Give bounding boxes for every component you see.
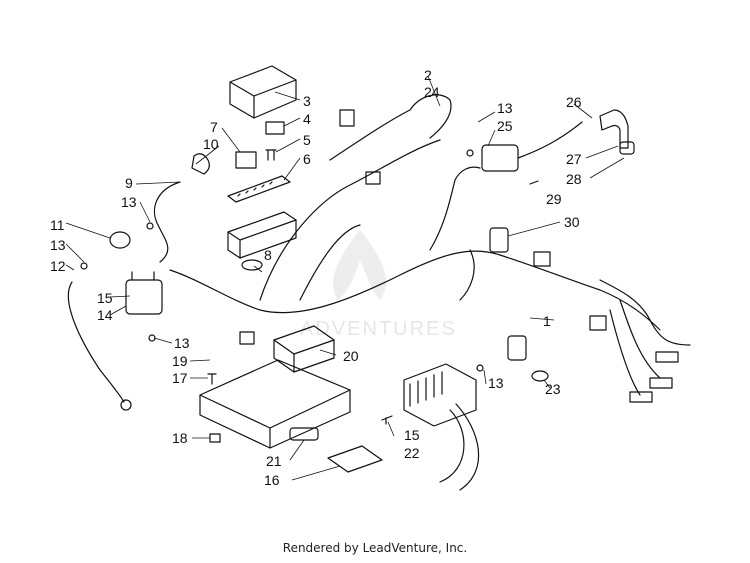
harness-connector [489,227,509,253]
leader-lines [65,75,625,481]
relay-small [265,121,285,135]
bolt [207,373,217,385]
fuse [265,149,277,161]
ignition-coil [481,121,583,172]
grommet [241,259,263,271]
harness-connector [589,315,607,331]
watermark-text: ADVENTURES [300,318,457,340]
callout-25: 25 [497,118,513,134]
callout-labels: 1 2 3 4 5 6 7 8 9 10 11 12 13 13 13 13 1… [50,67,582,488]
terminal-cap [109,231,131,249]
relay [235,151,257,169]
callout-10: 10 [203,136,219,152]
harness-connector [649,377,673,389]
boot-cap [619,141,635,155]
callout-13: 13 [121,194,137,210]
harness-connector [239,331,255,345]
voltage-regulator [403,363,480,491]
harness-connector [365,171,381,185]
fuse-block [227,211,297,259]
harness-connector [655,351,679,363]
bolt [209,433,221,443]
callout-7: 7 [210,119,218,135]
callout-19: 19 [172,353,188,369]
callout-22: 22 [404,445,420,461]
mounting-plate [199,359,351,449]
callout-13: 13 [488,375,504,391]
harness-connector [339,109,355,127]
callout-12: 12 [50,258,66,274]
nut [476,364,484,372]
callout-24: 24 [424,84,440,100]
callout-30: 30 [564,214,580,230]
harness-connector [533,251,551,267]
starter-solenoid [125,271,163,315]
callout-28: 28 [566,171,582,187]
ground-cable [67,281,125,403]
callout-8: 8 [264,247,272,263]
ring-terminal [120,399,132,411]
fuse-box-cover [229,65,297,119]
callout-27: 27 [566,151,582,167]
callout-3: 3 [303,93,311,109]
callout-6: 6 [303,151,311,167]
callout-13: 13 [174,335,190,351]
callout-14: 14 [97,307,113,323]
callout-15: 15 [404,427,420,443]
nut [466,149,474,157]
fuse-strip [227,175,291,203]
callout-21: 21 [266,453,282,469]
gasket-pad [327,445,383,473]
callout-15: 15 [97,290,113,306]
battery-cable [153,181,181,263]
harness-connector [629,391,653,403]
harness-connector [507,335,527,361]
callout-29: 29 [546,191,562,207]
callout-20: 20 [343,348,359,364]
footer-credit: Rendered by LeadVenture, Inc. [282,541,468,555]
callout-13: 13 [50,237,66,253]
callout-13: 13 [497,100,513,116]
callout-2: 2 [424,67,432,83]
callout-9: 9 [125,175,133,191]
control-module [273,325,335,373]
bolt [529,180,539,185]
hose-clamp [531,370,549,382]
nut [80,262,88,270]
main-wiring-harness [169,94,691,396]
callout-26: 26 [566,94,582,110]
callout-1: 1 [543,313,551,329]
callout-5: 5 [303,132,311,148]
callout-23: 23 [545,381,561,397]
callout-16: 16 [264,472,280,488]
speed-sensor [289,427,319,441]
callout-17: 17 [172,370,188,386]
terminal-boot [191,153,210,175]
callout-18: 18 [172,430,188,446]
watermark-logo: ADVENTURES [300,230,457,340]
bolt [381,415,393,425]
callout-11: 11 [50,217,65,233]
nut [146,222,154,230]
callout-4: 4 [303,111,311,127]
